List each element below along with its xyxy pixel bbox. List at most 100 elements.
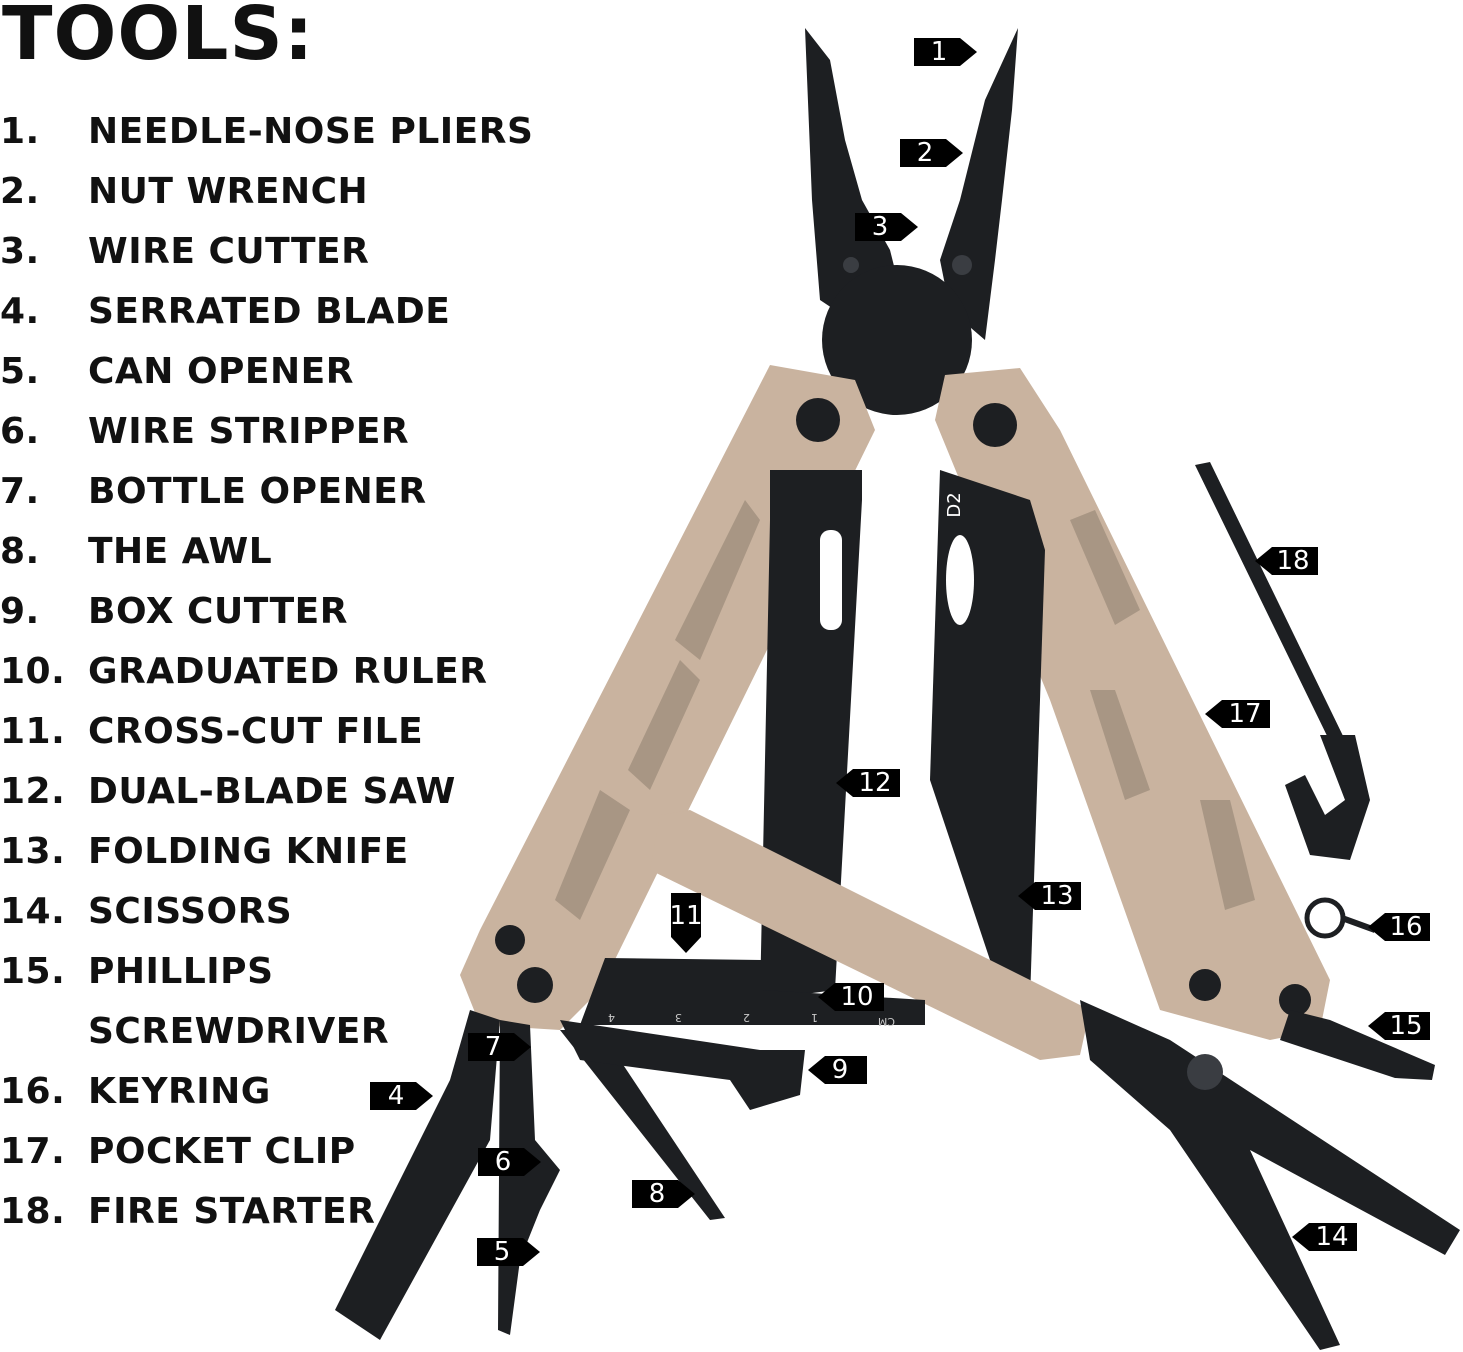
callout-10: 10 <box>818 982 884 1012</box>
callout-box <box>1205 700 1270 728</box>
item-name: CAN OPENER <box>88 350 354 392</box>
callout-5: 5 <box>477 1237 540 1267</box>
callout-box <box>632 1180 695 1208</box>
callout-number: 14 <box>1315 1222 1348 1252</box>
list-item: 15. PHILLIPS <box>0 941 533 1001</box>
callout-2: 2 <box>900 138 963 168</box>
item-number: 17. <box>0 1130 66 1172</box>
item-name: GRADUATED RULER <box>88 650 488 692</box>
plier-jaw-left <box>805 28 900 320</box>
handle-screw <box>973 403 1017 447</box>
callout-16: 16 <box>1368 912 1430 942</box>
item-name: WIRE STRIPPER <box>88 410 410 452</box>
item-name: PHILLIPS <box>88 950 274 992</box>
list-item: 11.CROSS-CUT FILE <box>0 701 533 761</box>
item-name: THE AWL <box>88 530 273 572</box>
center-frame <box>650 810 1090 1060</box>
list-item: 14. SCISSORS <box>0 881 533 941</box>
scissors-blade <box>1080 1000 1460 1350</box>
callout-box <box>1368 1012 1430 1040</box>
tool-list: 1.NEEDLE-NOSE PLIERS 2.NUT WRENCH 3.WIRE… <box>0 101 533 1241</box>
callout-1: 1 <box>914 37 977 67</box>
item-name: WIRE CUTTER <box>88 230 370 272</box>
right-handle-cutout <box>1200 800 1255 910</box>
list-item: 17. POCKET CLIP <box>0 1121 533 1181</box>
list-item: SCREWDRIVER <box>0 1001 533 1061</box>
pivot-screw <box>952 255 972 275</box>
callout-number: 5 <box>494 1237 511 1267</box>
item-number: 12. <box>0 770 66 812</box>
callout-number: 13 <box>1040 881 1073 911</box>
ruler-mark: 1 <box>811 1011 818 1024</box>
item-name: BOX CUTTER <box>88 590 348 632</box>
item-number: 3. <box>0 230 40 272</box>
right-handle <box>935 368 1330 1040</box>
left-handle-cutout <box>555 790 630 920</box>
callout-number: 11 <box>669 901 702 931</box>
item-name: POCKET CLIP <box>88 1130 356 1172</box>
plier-jaw-right <box>940 28 1018 340</box>
callout-18: 18 <box>1255 546 1318 576</box>
callout-number: 17 <box>1228 699 1261 729</box>
item-name: DUAL-BLADE SAW <box>88 770 456 812</box>
list-item: 1.NEEDLE-NOSE PLIERS <box>0 101 533 161</box>
awl <box>560 1030 725 1220</box>
callout-box <box>855 213 918 241</box>
folding-knife: D2 <box>930 470 1045 1000</box>
item-name: KEYRING <box>88 1070 271 1112</box>
list-item: 16.KEYRING <box>0 1061 533 1121</box>
list-item: 9. BOX CUTTER <box>0 581 533 641</box>
box-cutter <box>560 1020 805 1110</box>
list-item: 6.WIRE STRIPPER <box>0 401 533 461</box>
item-number: 9. <box>0 590 40 632</box>
handle-screw <box>1189 969 1221 1001</box>
callout-number: 3 <box>872 212 889 242</box>
item-number: 4. <box>0 290 40 332</box>
left-handle-cutout <box>675 500 760 660</box>
scissors-pivot <box>1187 1054 1223 1090</box>
callout-number: 2 <box>917 138 934 168</box>
callout-box <box>477 1238 540 1266</box>
callout-box <box>1292 1223 1357 1251</box>
fire-starter <box>1195 462 1370 860</box>
ruler-mark: 4 <box>608 1011 615 1024</box>
scissors <box>1080 1000 1460 1350</box>
handle-screw <box>1279 984 1311 1016</box>
item-name: BOTTLE OPENER <box>88 470 427 512</box>
saw-blade-shape <box>760 470 862 1000</box>
callout-3: 3 <box>855 212 918 242</box>
callout-box <box>818 983 884 1011</box>
item-name: SCISSORS <box>88 890 293 932</box>
callout-8: 8 <box>632 1179 695 1209</box>
ruler-unit: CM <box>878 1015 895 1028</box>
item-number: 18. <box>0 1190 66 1232</box>
item-number: 15. <box>0 950 66 992</box>
callout-9: 9 <box>808 1055 867 1085</box>
callout-box <box>1255 547 1318 575</box>
callout-number: 9 <box>832 1055 849 1085</box>
item-name: FOLDING KNIFE <box>88 830 409 872</box>
callout-box <box>836 769 900 797</box>
right-handle-cutout <box>1090 690 1150 800</box>
item-number: 1. <box>0 110 40 152</box>
list-item: 5.CAN OPENER <box>0 341 533 401</box>
ruler-body <box>580 958 925 1025</box>
plier-pivot <box>822 265 972 415</box>
list-item: 3. WIRE CUTTER <box>0 221 533 281</box>
callout-number: 1 <box>931 37 948 67</box>
callout-box <box>1368 913 1430 941</box>
item-number: 10. <box>0 650 66 692</box>
item-number: 14. <box>0 890 66 932</box>
item-number: 11. <box>0 710 66 752</box>
callout-11: 11 <box>669 893 703 953</box>
callout-box <box>1018 882 1081 910</box>
right-handle-cutout <box>1070 510 1140 625</box>
list-item: 8. THE AWL <box>0 521 533 581</box>
list-item: 13.FOLDING KNIFE <box>0 821 533 881</box>
ruler-mark: 3 <box>675 1011 682 1024</box>
keyring-loop <box>1304 897 1346 939</box>
item-number: 7. <box>0 470 40 512</box>
item-number: 8. <box>0 530 40 572</box>
callout-box <box>808 1056 867 1084</box>
callout-number: 18 <box>1276 546 1309 576</box>
